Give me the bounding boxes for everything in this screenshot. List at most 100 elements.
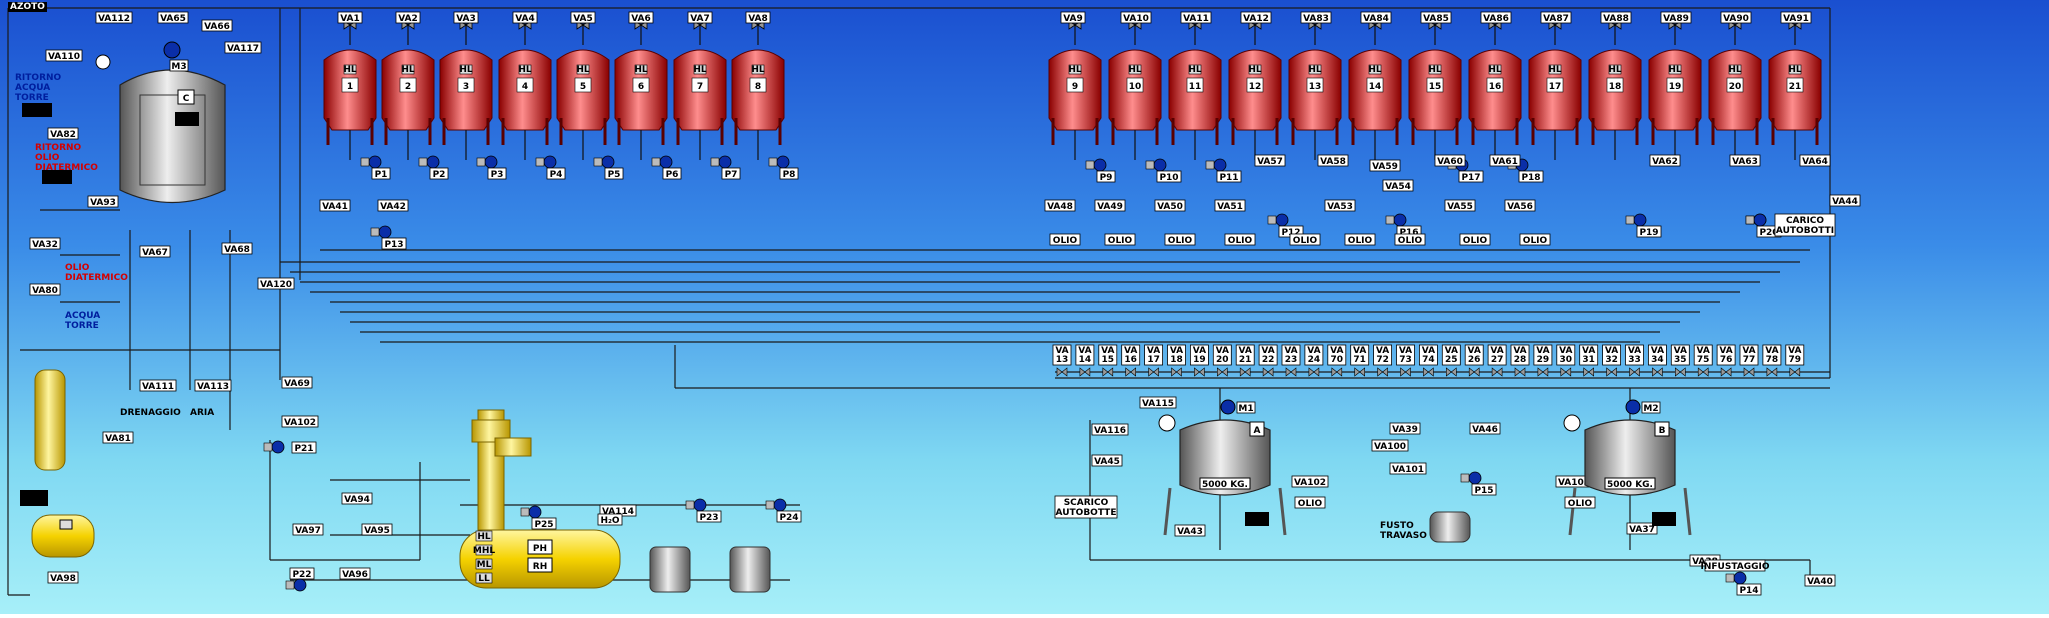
svg-text:VA: VA <box>1376 346 1389 356</box>
svg-text:HL: HL <box>1548 65 1562 75</box>
tank-7[interactable]: HL7 <box>673 49 727 160</box>
pump-p11[interactable]: P11 <box>1205 158 1242 183</box>
svg-text:OLIO: OLIO <box>1293 236 1318 246</box>
tank-6[interactable]: HL6 <box>614 49 668 160</box>
svg-text:P2: P2 <box>433 170 446 180</box>
svg-text:35: 35 <box>1674 355 1687 365</box>
svg-text:VA45: VA45 <box>1094 457 1120 467</box>
svg-text:76: 76 <box>1720 355 1733 365</box>
pump-p7[interactable]: P7 <box>710 155 741 180</box>
tank-3[interactable]: HL3 <box>439 49 493 160</box>
pump-p25[interactable]: P25 <box>520 505 557 530</box>
pump-p14[interactable]: P14 <box>1725 571 1762 596</box>
tank-5[interactable]: HL5 <box>556 49 610 160</box>
svg-text:VA7: VA7 <box>690 14 710 24</box>
label-ritorno_olio-0: RITORNO <box>35 143 82 153</box>
pump-p3[interactable]: P3 <box>476 155 507 180</box>
valve-tag-va59: VA59 <box>1369 159 1401 172</box>
svg-text:P14: P14 <box>1739 586 1758 596</box>
pump-p20-icon[interactable] <box>1745 213 1767 227</box>
svg-text:P19: P19 <box>1639 228 1658 238</box>
pump-p2[interactable]: P2 <box>418 155 449 180</box>
pump-p4[interactable]: P4 <box>535 155 566 180</box>
pump-p23[interactable]: P23 <box>685 498 722 523</box>
pump-p15[interactable]: P15 <box>1460 471 1497 496</box>
pump-p24[interactable]: P24 <box>765 498 802 523</box>
pump-p22-icon[interactable] <box>285 578 307 592</box>
svg-text:VA: VA <box>1674 346 1687 356</box>
reactor-c[interactable]: C <box>95 41 226 203</box>
pump-p21-icon[interactable] <box>263 440 285 454</box>
tank-1[interactable]: HL1 <box>323 49 377 160</box>
manifold-valve-32[interactable]: VA32 <box>1602 344 1621 377</box>
valve-tag-va102-26: VA102 <box>1291 475 1329 488</box>
svg-text:H₂O: H₂O <box>600 516 619 526</box>
tank-2[interactable]: HL2 <box>381 49 435 160</box>
svg-text:P21: P21 <box>294 444 313 454</box>
tank-9[interactable]: HL9 <box>1048 49 1102 160</box>
tank-8[interactable]: HL8 <box>731 49 785 160</box>
svg-text:VA53: VA53 <box>1327 202 1353 212</box>
pump-p1[interactable]: P1 <box>360 155 391 180</box>
svg-text:VA94: VA94 <box>344 495 370 505</box>
pump-p6[interactable]: P6 <box>651 155 682 180</box>
pump-p10[interactable]: P10 <box>1145 158 1182 183</box>
valve-tag-va83: VA83 <box>1300 11 1332 24</box>
pump-p8[interactable]: P8 <box>768 155 799 180</box>
pump-p5[interactable]: P5 <box>593 155 624 180</box>
pump-p19[interactable]: P19 <box>1625 213 1662 238</box>
tank-4[interactable]: HL4 <box>498 49 552 160</box>
pump-p13[interactable]: P13 <box>370 225 407 250</box>
pump-p9[interactable]: P9 <box>1085 158 1116 183</box>
valve-tag-va113-8: VA113 <box>194 379 232 392</box>
svg-text:OLIO: OLIO <box>1298 499 1323 509</box>
